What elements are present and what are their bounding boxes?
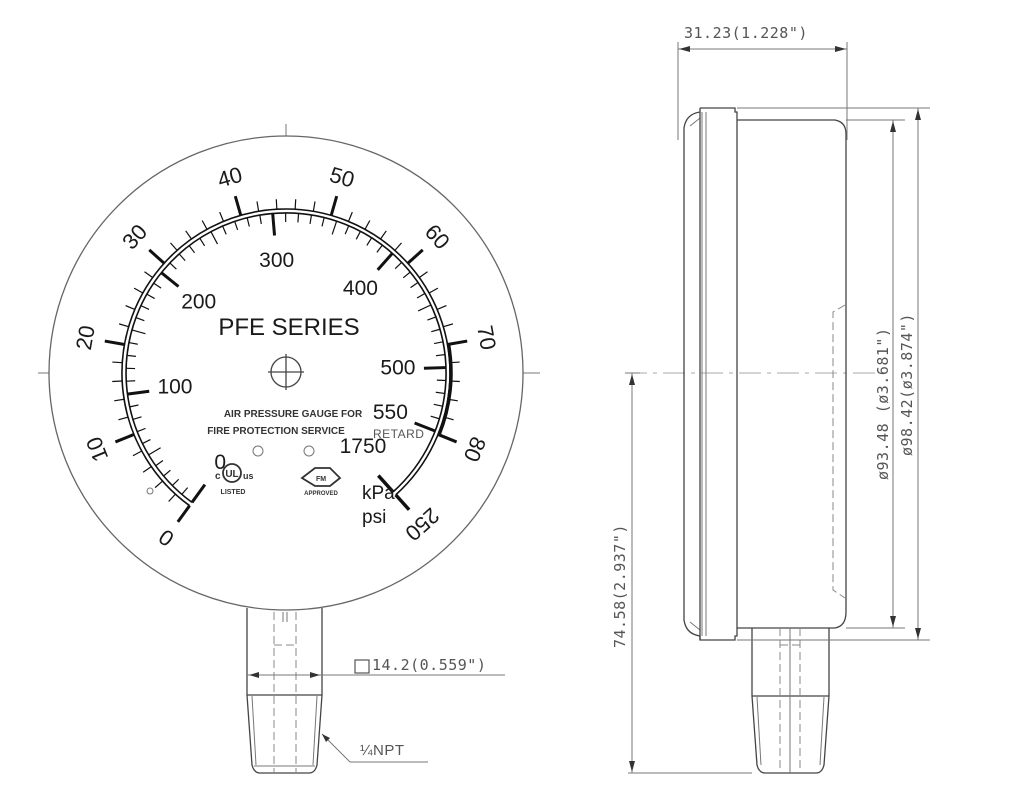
height-dim-text: 74.58(2.937") xyxy=(611,524,629,648)
psi-scale-ticks xyxy=(104,195,468,523)
bezel-dia-text: ø98.42(ø3.874") xyxy=(898,313,916,456)
pointer-stop-pin xyxy=(146,487,154,495)
svg-text:c: c xyxy=(215,471,221,482)
svg-text:FM: FM xyxy=(316,476,326,483)
retard-label: RETARD xyxy=(373,427,424,441)
svg-text:70: 70 xyxy=(472,323,501,351)
case-diameter-dimension: ø93.48 (ø3.681") xyxy=(846,119,905,629)
svg-text:400: 400 xyxy=(343,277,378,300)
svg-text:500: 500 xyxy=(380,357,415,380)
case-body xyxy=(737,119,847,629)
height-dimension: 74.58(2.937") xyxy=(611,372,752,774)
svg-text:APPROVED: APPROVED xyxy=(304,491,338,497)
svg-text:us: us xyxy=(243,471,254,481)
wrench-flat-dimension: 14.2(0.559") xyxy=(247,656,505,678)
depth-dimension: 31.23(1.228") xyxy=(677,24,848,140)
kpa-scale-ticks xyxy=(126,212,446,504)
svg-text:LISTED: LISTED xyxy=(221,489,246,496)
pointer-pivot-icon xyxy=(268,354,304,390)
scale-arc-inner xyxy=(125,212,447,504)
svg-text:20: 20 xyxy=(71,323,100,351)
side-view: 31.23(1.228") ø93.48 (ø3.681") ø98.42(ø3… xyxy=(611,24,930,774)
case-back-hidden-feature xyxy=(832,304,846,599)
npt-leader: ¼NPT xyxy=(321,733,428,763)
unit-psi: psi xyxy=(362,507,386,528)
fm-approved-logo-icon: FM APPROVED xyxy=(300,467,342,497)
bezel-diameter-dimension: ø98.42(ø3.874") xyxy=(737,107,930,641)
retard-zone-arc xyxy=(437,343,453,436)
service-line-1: AIR PRESSURE GAUGE FOR xyxy=(224,409,363,420)
svg-text:300: 300 xyxy=(259,249,294,272)
kpa-scale-labels: 0 100 200 300 400 500 550 1750 xyxy=(157,249,415,474)
square-dim-text: 14.2(0.559") xyxy=(372,656,486,674)
series-title: PFE SERIES xyxy=(218,314,359,341)
svg-text:200: 200 xyxy=(181,290,216,313)
svg-text:550: 550 xyxy=(373,401,408,424)
bezel-front xyxy=(683,111,701,637)
dial-screw-hole-right xyxy=(303,445,315,457)
dial-screw-hole-left xyxy=(252,445,264,457)
socket-stem xyxy=(246,608,323,774)
square-symbol-icon xyxy=(354,659,370,674)
side-socket xyxy=(751,628,830,774)
service-line-2: FIRE PROTECTION SERVICE xyxy=(207,426,345,437)
npt-label: ¼NPT xyxy=(360,742,405,759)
svg-text:UL: UL xyxy=(225,469,238,480)
depth-dim-text: 31.23(1.228") xyxy=(684,24,808,42)
case-dia-text: ø93.48 (ø3.681") xyxy=(874,328,892,481)
svg-text:1750: 1750 xyxy=(340,435,387,458)
unit-kpa: kPa xyxy=(362,483,395,504)
svg-text:0: 0 xyxy=(214,451,226,474)
ul-listed-logo-icon: UL c us LISTED xyxy=(215,463,254,496)
svg-text:100: 100 xyxy=(157,375,192,398)
